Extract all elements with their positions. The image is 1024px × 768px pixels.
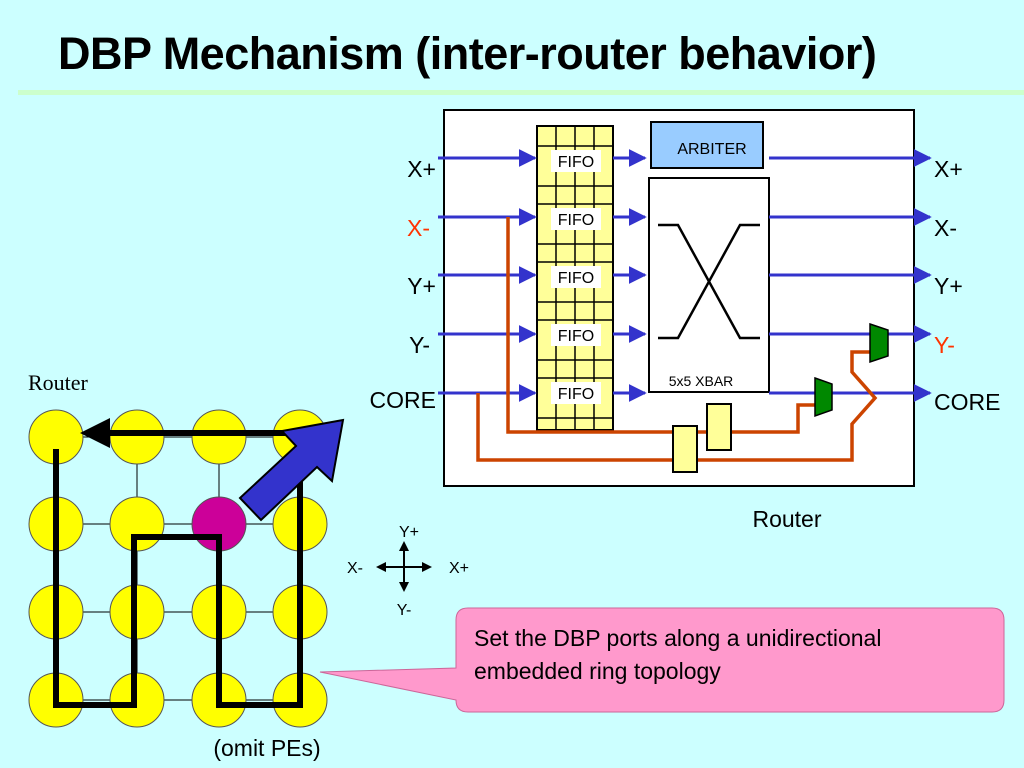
mesh-footnote: (omit PEs) (213, 735, 320, 761)
output-port-x-minus: X- (934, 215, 957, 241)
fifo-labels: FIFO FIFO FIFO FIFO FIFO (551, 150, 601, 404)
register-core (672, 425, 698, 473)
callout-text: Set the DBP ports along a unidirectional… (474, 625, 882, 684)
arbiter-box (650, 121, 764, 169)
fifo-label-y-minus: FIFO (558, 328, 594, 345)
mesh-network: Router (28, 370, 345, 761)
output-port-core: CORE (934, 389, 1000, 415)
fifo-xbar-links (613, 149, 647, 402)
output-port-x-plus: X+ (934, 156, 963, 182)
compass-right: X+ (449, 560, 469, 577)
arbiter-label: ARBITER (677, 141, 746, 158)
input-port-core: CORE (370, 387, 436, 413)
output-port-labels: X+ X- Y+ Y- CORE (934, 156, 1000, 415)
router-block-caption: Router (752, 506, 821, 532)
slide-title: DBP Mechanism (inter-router behavior) (58, 28, 877, 79)
input-port-y-plus: Y+ (407, 273, 436, 299)
register-x-minus (706, 403, 732, 451)
input-port-x-minus: X- (407, 215, 430, 241)
input-port-y-minus: Y- (409, 332, 430, 358)
title-underline (18, 90, 1024, 95)
xbar-label: 5x5 XBAR (669, 373, 734, 389)
direction-compass: Y+ Y- X- X+ (347, 524, 469, 619)
xbar-box (648, 177, 770, 393)
callout (319, 607, 1005, 713)
compass-up: Y+ (399, 524, 419, 541)
fifo-label-x-plus: FIFO (558, 154, 594, 171)
compass-down: Y- (397, 602, 412, 619)
compass-left: X- (347, 560, 363, 577)
mesh-caption: Router (28, 370, 89, 395)
output-port-y-minus: Y- (934, 332, 955, 358)
input-port-labels: X+ X- Y+ Y- CORE (370, 156, 436, 413)
fifo-column: FIFO FIFO FIFO FIFO FIFO (536, 125, 614, 431)
router-block: FIFO FIFO FIFO FIFO FIFO ARBITER 5x5 XBA… (370, 109, 1000, 532)
fifo-label-y-plus: FIFO (558, 270, 594, 287)
callout-bubble (319, 607, 1005, 713)
mesh-node (191, 409, 247, 465)
dbp-bypass-wires (476, 217, 878, 462)
mux-core-output (814, 376, 833, 418)
zoom-pointer-arrow (238, 418, 345, 522)
input-port-x-plus: X+ (407, 156, 436, 182)
ring-path (53, 433, 303, 708)
mux-y-minus-output (869, 322, 889, 364)
xbar-cross (658, 223, 760, 340)
input-links (438, 149, 537, 402)
output-port-y-plus: Y+ (934, 273, 963, 299)
mesh-node (109, 409, 165, 465)
fifo-label-core: FIFO (558, 386, 594, 403)
output-links (769, 149, 932, 402)
fifo-label-x-minus: FIFO (558, 212, 594, 229)
